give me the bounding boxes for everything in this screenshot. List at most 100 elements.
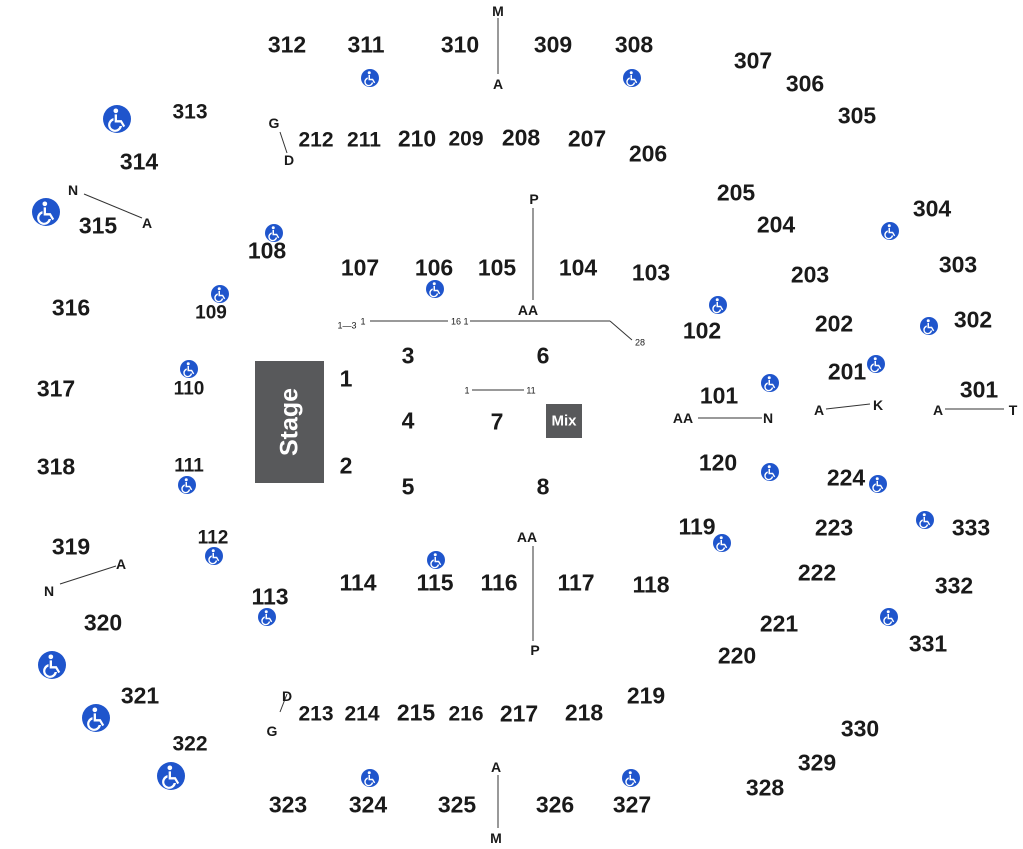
section-111[interactable]: 111 (174, 455, 204, 477)
section-332[interactable]: 332 (934, 572, 974, 599)
section-2[interactable]: 2 (339, 452, 353, 479)
section-211[interactable]: 211 (347, 128, 381, 152)
section-214[interactable]: 214 (344, 702, 380, 726)
section-308[interactable]: 308 (614, 31, 654, 58)
section-323[interactable]: 323 (268, 791, 308, 818)
section-215[interactable]: 215 (396, 699, 436, 726)
section-333[interactable]: 333 (951, 514, 991, 541)
section-202[interactable]: 202 (814, 310, 854, 337)
section-5[interactable]: 5 (401, 473, 415, 500)
section-319[interactable]: 319 (51, 533, 91, 560)
wheelchair-icon (103, 105, 131, 133)
section-301[interactable]: 301 (959, 376, 999, 403)
section-310[interactable]: 310 (440, 31, 480, 58)
section-118[interactable]: 118 (632, 571, 670, 598)
section-222[interactable]: 222 (797, 559, 837, 586)
section-8[interactable]: 8 (536, 473, 550, 500)
section-313[interactable]: 313 (172, 100, 208, 124)
section-204[interactable]: 204 (756, 211, 796, 238)
section-329[interactable]: 329 (797, 749, 837, 776)
section-311[interactable]: 311 (347, 31, 385, 58)
wheelchair-icon (82, 704, 110, 732)
section-223[interactable]: 223 (814, 514, 854, 541)
row-label: AA (516, 529, 538, 545)
section-201[interactable]: 201 (827, 358, 867, 385)
section-120[interactable]: 120 (698, 449, 738, 476)
row-label: A (492, 76, 504, 92)
section-224[interactable]: 224 (826, 464, 866, 491)
section-318[interactable]: 318 (36, 453, 76, 480)
section-314[interactable]: 314 (119, 148, 159, 175)
section-113[interactable]: 113 (251, 583, 289, 610)
section-307[interactable]: 307 (733, 47, 773, 74)
section-117[interactable]: 117 (557, 569, 595, 596)
section-110[interactable]: 110 (173, 378, 205, 400)
section-330[interactable]: 330 (840, 715, 880, 742)
row-label: D (283, 152, 295, 168)
section-221[interactable]: 221 (759, 610, 799, 637)
section-7[interactable]: 7 (490, 408, 504, 435)
section-210[interactable]: 210 (397, 125, 437, 152)
section-107[interactable]: 107 (340, 254, 380, 281)
section-102[interactable]: 102 (682, 317, 722, 344)
section-206[interactable]: 206 (628, 140, 668, 167)
section-119[interactable]: 119 (678, 513, 716, 540)
section-327[interactable]: 327 (612, 791, 652, 818)
section-324[interactable]: 324 (348, 791, 388, 818)
section-105[interactable]: 105 (477, 254, 517, 281)
section-106[interactable]: 106 (414, 254, 454, 281)
section-116[interactable]: 116 (480, 569, 518, 596)
section-103[interactable]: 103 (631, 259, 671, 286)
wheelchair-icon (713, 534, 731, 552)
section-212[interactable]: 212 (298, 128, 334, 152)
section-325[interactable]: 325 (437, 791, 477, 818)
section-216[interactable]: 216 (448, 702, 484, 726)
section-302[interactable]: 302 (953, 306, 993, 333)
section-219[interactable]: 219 (626, 682, 666, 709)
section-331[interactable]: 331 (908, 630, 948, 657)
section-312[interactable]: 312 (267, 31, 307, 58)
section-328[interactable]: 328 (745, 774, 785, 801)
section-115[interactable]: 115 (416, 569, 454, 596)
wheelchair-icon (869, 475, 887, 493)
section-101[interactable]: 101 (699, 382, 739, 409)
section-305[interactable]: 305 (837, 102, 877, 129)
section-326[interactable]: 326 (535, 791, 575, 818)
section-306[interactable]: 306 (785, 70, 825, 97)
stage-label: Stage (275, 387, 303, 457)
section-207[interactable]: 207 (567, 125, 607, 152)
section-3[interactable]: 3 (401, 342, 415, 369)
section-104[interactable]: 104 (558, 254, 598, 281)
row-label: AA (517, 302, 539, 318)
wheelchair-icon (361, 69, 379, 87)
section-205[interactable]: 205 (716, 179, 756, 206)
section-316[interactable]: 316 (51, 294, 91, 321)
section-6[interactable]: 6 (536, 342, 550, 369)
row-label: T (1008, 402, 1018, 418)
section-4[interactable]: 4 (401, 407, 415, 434)
section-218[interactable]: 218 (564, 699, 604, 726)
section-321[interactable]: 321 (120, 682, 160, 709)
section-320[interactable]: 320 (83, 609, 123, 636)
section-220[interactable]: 220 (717, 642, 757, 669)
section-1[interactable]: 1 (339, 365, 353, 392)
mix-label: Mix (551, 412, 577, 430)
section-108[interactable]: 108 (247, 237, 287, 264)
wheelchair-icon (880, 608, 898, 626)
section-317[interactable]: 317 (36, 375, 76, 402)
section-322[interactable]: 322 (172, 732, 208, 756)
wheelchair-icon (361, 769, 379, 787)
section-209[interactable]: 209 (448, 127, 484, 151)
section-114[interactable]: 114 (339, 569, 377, 596)
section-315[interactable]: 315 (78, 212, 118, 239)
section-213[interactable]: 213 (298, 702, 334, 726)
section-217[interactable]: 217 (499, 700, 539, 727)
section-208[interactable]: 208 (501, 124, 541, 151)
row-label: AA (672, 410, 694, 426)
section-303[interactable]: 303 (938, 251, 978, 278)
section-304[interactable]: 304 (912, 195, 952, 222)
section-309[interactable]: 309 (533, 31, 573, 58)
section-203[interactable]: 203 (790, 261, 830, 288)
section-112[interactable]: 112 (197, 527, 229, 549)
section-109[interactable]: 109 (195, 302, 227, 324)
